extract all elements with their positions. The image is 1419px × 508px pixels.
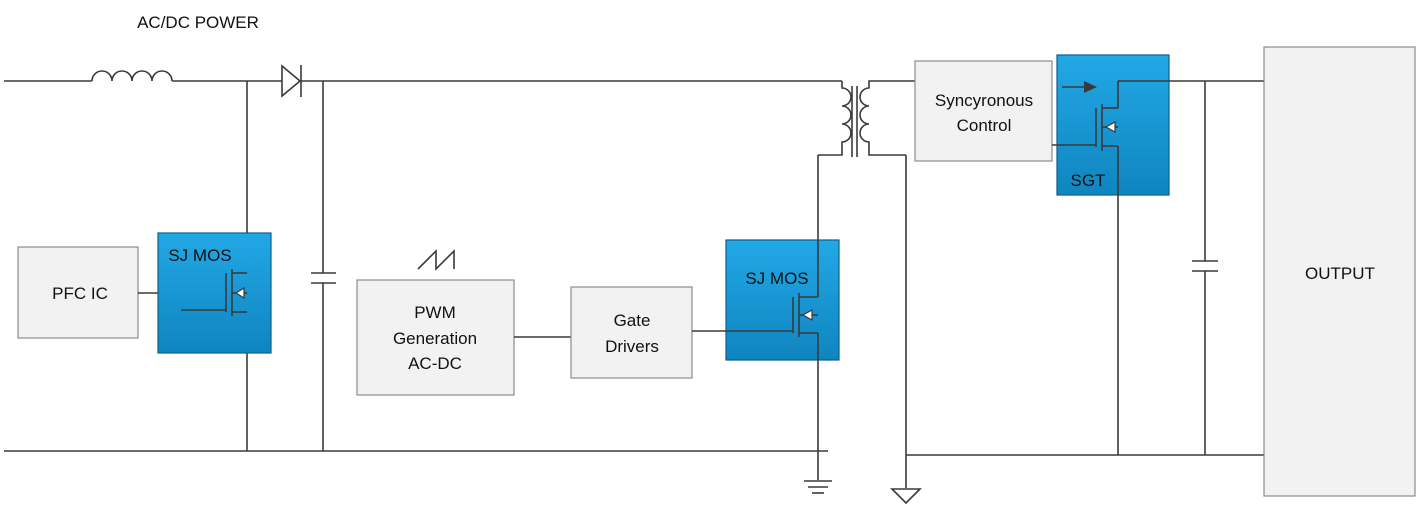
ground-icon [890, 488, 922, 505]
pwm-generation-block [356, 279, 515, 396]
diagram-title: AC/DC POWER [137, 13, 259, 32]
ground-icon [804, 480, 832, 494]
sync-control-label-line-1: Syncyronous [935, 91, 1033, 110]
sgt-label: SGT [1071, 171, 1106, 190]
mosfet-icon [181, 269, 247, 316]
pwm-label-line-2: Generation [393, 329, 477, 348]
diode-icon [281, 64, 302, 98]
sj-mos-primary-block [725, 239, 840, 361]
output-block [1263, 46, 1416, 497]
sync-control-label-line-2: Control [957, 116, 1012, 135]
synchronous-control-block [914, 60, 1053, 162]
sj-mos-pfc-block [157, 232, 272, 354]
gate-drivers-block [570, 286, 693, 379]
gate-drivers-label-line-2: Drivers [605, 337, 659, 356]
mosfet-icon [1052, 81, 1119, 151]
arrow-right-icon [1062, 81, 1097, 93]
inductor-icon [91, 70, 173, 82]
mosfet-icon [726, 293, 818, 337]
sj-mos-primary-label: SJ MOS [745, 269, 808, 288]
pwm-label-line-3: AC-DC [408, 354, 462, 373]
sj-mos-pfc-label: SJ MOS [168, 246, 231, 265]
transformer-icon [818, 80, 915, 157]
bulk-capacitor-icon [311, 81, 336, 451]
output-capacitor-icon [1192, 81, 1218, 455]
gate-drivers-label-line-1: Gate [614, 311, 651, 330]
pfc-ic-label: PFC IC [52, 284, 108, 303]
input-line [4, 64, 842, 98]
sawtooth-icon [417, 249, 455, 271]
pwm-label-line-1: PWM [414, 303, 456, 322]
output-label: OUTPUT [1305, 264, 1375, 283]
